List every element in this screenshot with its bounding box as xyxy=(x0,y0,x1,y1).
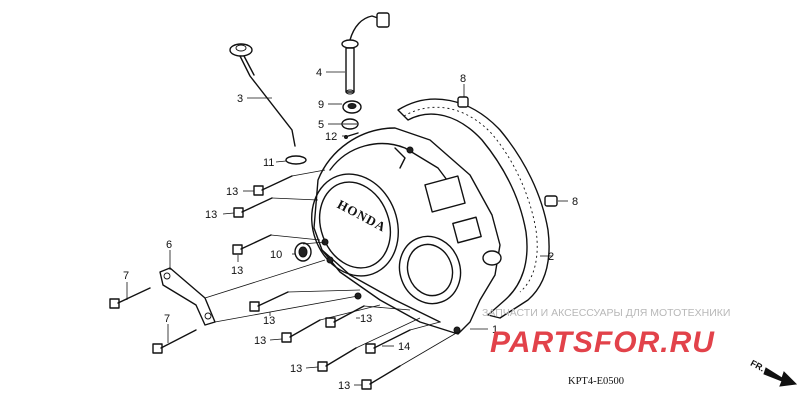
nut-part-5 xyxy=(341,118,359,130)
assembly-lines xyxy=(204,169,459,367)
front-direction-label: FR. xyxy=(749,358,766,374)
callout-13-a: 13 xyxy=(226,186,238,198)
callout-13-g: 13 xyxy=(290,363,302,375)
watermark-tagline: ЗАПЧАСТИ И АКСЕССУАРЫ ДЛЯ МОТОТЕХНИКИ xyxy=(482,307,730,319)
dowel-pin-part-8-upper xyxy=(457,96,469,108)
callout-9: 9 xyxy=(318,99,324,111)
callout-5: 5 xyxy=(318,119,324,131)
callout-4: 4 xyxy=(316,67,322,79)
callout-13-f: 13 xyxy=(254,335,266,347)
bolt-part-7-upper xyxy=(109,287,151,309)
callout-10: 10 xyxy=(270,249,282,261)
callout-13-b: 13 xyxy=(205,209,217,221)
bolt-part-13-b xyxy=(233,197,273,218)
bolt-part-13-c xyxy=(232,234,272,255)
callout-8-right: 8 xyxy=(572,196,578,208)
seal-part-9 xyxy=(342,100,362,114)
callout-12: 12 xyxy=(325,131,337,143)
callout-1: 1 xyxy=(492,324,498,336)
callout-3: 3 xyxy=(237,93,243,105)
callout-13-e: 13 xyxy=(360,313,372,325)
oring-part-11 xyxy=(285,155,307,165)
callout-8-upper: 8 xyxy=(460,73,466,85)
callout-13-c: 13 xyxy=(231,265,243,277)
bolt-part-13-f xyxy=(281,319,321,343)
callout-7-upper: 7 xyxy=(123,270,129,282)
bolt-part-13-e xyxy=(325,305,365,328)
callout-numbers: 1 2 3 4 5 6 7 7 8 8 9 10 11 12 13 13 13 … xyxy=(123,67,578,392)
callout-7-lower: 7 xyxy=(164,313,170,325)
bolt-part-13-d xyxy=(249,291,289,312)
bolt-part-13-g xyxy=(317,347,357,372)
callout-leaders xyxy=(126,71,568,386)
dowel-pin-part-8-right xyxy=(544,195,558,207)
bolt-part-7-lower xyxy=(152,329,197,354)
bolt-part-13-a xyxy=(253,175,293,196)
callout-6: 6 xyxy=(166,239,172,251)
callout-13-h: 13 xyxy=(338,380,350,392)
gasket-part-2 xyxy=(397,98,550,319)
callout-13-d: 13 xyxy=(263,315,275,327)
sensor-part-4 xyxy=(341,12,390,95)
front-direction-indicator: FR. xyxy=(749,358,798,387)
front-direction-arrow-icon xyxy=(763,367,798,387)
bolt-part-14 xyxy=(365,329,411,354)
dipstick-part-3 xyxy=(229,43,296,147)
callout-11: 11 xyxy=(263,157,274,169)
bracket-part-6 xyxy=(159,267,216,326)
callout-14: 14 xyxy=(398,341,410,353)
diagram-code: KPT4-E0500 xyxy=(568,376,624,387)
oil-seal-part-10 xyxy=(294,242,312,262)
bolt-part-13-h xyxy=(361,365,401,390)
crankcase-cover-part-1: HONDA xyxy=(311,127,502,335)
watermark-logo: PARTSFOR.RU xyxy=(490,326,715,359)
callout-2: 2 xyxy=(548,251,554,263)
watermark: ЗАПЧАСТИ И АКСЕССУАРЫ ДЛЯ МОТОТЕХНИКИ PA… xyxy=(482,307,730,359)
